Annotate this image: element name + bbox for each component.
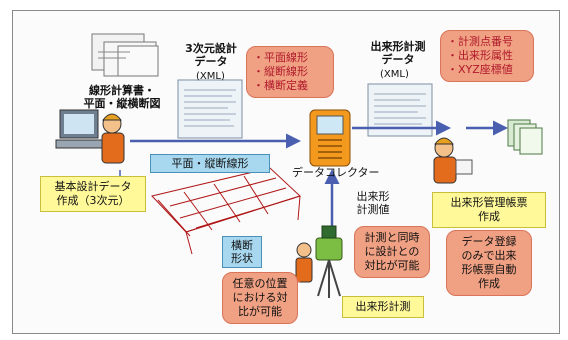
asbuilt-data-title: 出来形計測 データ	[370, 40, 426, 66]
alignment-label-box: 平面・縦断線形	[150, 154, 270, 173]
design-data-document-icon	[177, 79, 243, 139]
document-stack-icon	[91, 33, 159, 77]
simultaneous-compare-callout: 計測と同時 に設計との 対比が可能	[354, 226, 430, 278]
asbuilt-data-format: (XML)	[380, 69, 409, 80]
auto-report-callout: データ登録 のみで出来 形帳票自動 作成	[446, 230, 532, 296]
worker-left-icon	[101, 113, 125, 164]
cross-section-box: 横断 形状	[222, 236, 262, 268]
source-docs-label: 線形計算書・ 平面・縦横断図	[83, 84, 161, 110]
design-data-format: (XML)	[196, 71, 225, 82]
computer-workstation-icon	[55, 109, 105, 149]
survey-label-box: 出来形計測	[342, 296, 424, 318]
worker-right-icon	[433, 137, 473, 184]
design-data-items-callout: ・平面線形 ・縦断線形 ・横断定義	[246, 46, 334, 98]
asbuilt-data-items-callout: ・計測点番号 ・出来形属性 ・XYZ座標値	[440, 30, 534, 82]
road-3d-model-icon	[151, 167, 301, 255]
report-creation-box: 出来形管理帳票 作成	[432, 192, 546, 228]
collector-label: データコレクター	[292, 166, 380, 179]
arbitrary-position-callout: 任意の位置 における対 比が可能	[222, 272, 298, 324]
surveyor-icon	[295, 225, 343, 298]
basic-design-box: 基本設計データ 作成（3次元）	[40, 176, 146, 212]
measured-values-label: 出来形 計測値	[356, 190, 390, 216]
design-data-title: 3次元設計 データ	[185, 42, 237, 68]
data-collector-icon	[309, 109, 351, 167]
report-stack-icon	[507, 119, 543, 155]
